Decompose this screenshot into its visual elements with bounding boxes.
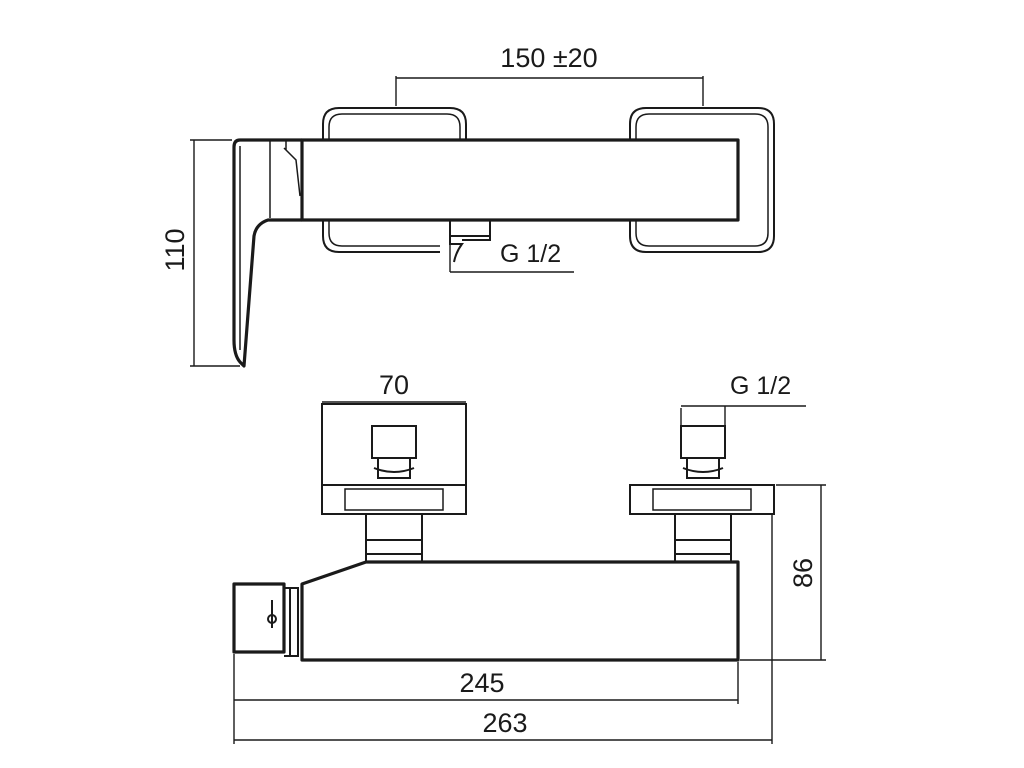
dim-total-length-label: 263 bbox=[482, 708, 527, 738]
top-right-escutcheon-inner bbox=[635, 113, 769, 247]
front-right-base-plate bbox=[629, 484, 775, 515]
front-right-connector bbox=[674, 514, 732, 562]
top-left-escutcheon-inner bbox=[328, 113, 461, 247]
front-left-fitting bbox=[371, 425, 417, 479]
dim-height-label: 86 bbox=[788, 558, 818, 588]
front-mixer-body bbox=[300, 560, 740, 662]
top-right-escutcheon bbox=[629, 107, 775, 253]
top-handle-lever bbox=[232, 138, 302, 368]
front-right-fitting bbox=[680, 425, 726, 479]
top-outlet bbox=[449, 220, 491, 263]
dim-body-length-label: 245 bbox=[459, 668, 504, 698]
dim-escutcheon-label: 70 bbox=[379, 370, 409, 400]
front-handle-collar bbox=[284, 587, 299, 657]
front-left-base-plate bbox=[321, 484, 467, 515]
front-right-base-plate-inner bbox=[652, 488, 752, 511]
top-thread-label: G 1/2 bbox=[500, 240, 561, 268]
front-left-base-plate-inner bbox=[344, 488, 444, 511]
dim-spacing-label: 150 ±20 bbox=[500, 43, 597, 73]
front-handle-screw bbox=[267, 614, 277, 624]
top-handle-joint bbox=[269, 140, 301, 218]
top-mixer-body bbox=[300, 138, 740, 222]
top-view: G 1/2 150 ±20 110 bbox=[160, 43, 775, 368]
top-left-escutcheon bbox=[322, 107, 467, 253]
front-view: G 1/2 70 86 245 263 bbox=[232, 370, 826, 744]
dim-depth-label: 110 bbox=[160, 228, 190, 271]
front-left-connector bbox=[365, 514, 423, 562]
front-thread-label: G 1/2 bbox=[730, 372, 791, 400]
front-handle-cap bbox=[232, 582, 286, 654]
